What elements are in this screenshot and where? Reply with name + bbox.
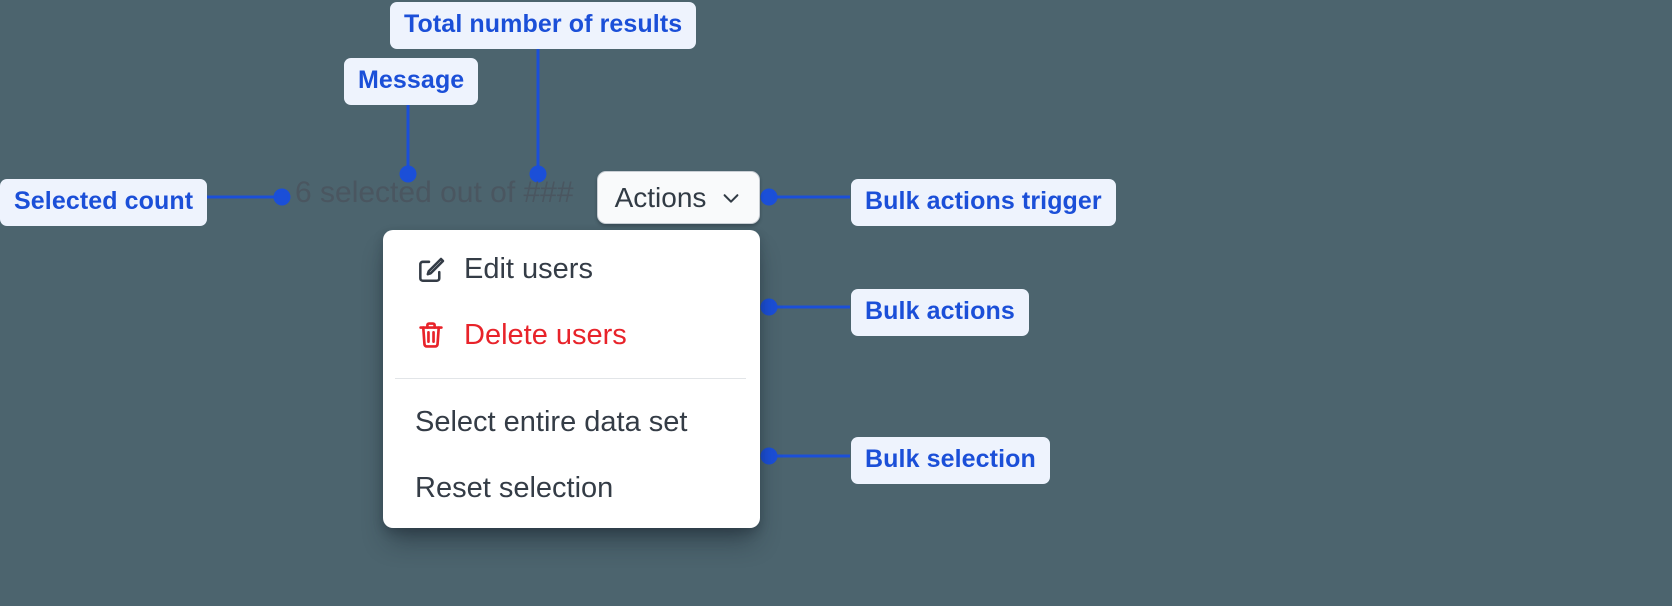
menu-item-edit-users-label: Edit users: [464, 252, 593, 285]
annotation-chip-bulk-actions-trigger: Bulk actions trigger: [851, 179, 1116, 226]
annotation-chip-total-results: Total number of results: [390, 2, 697, 49]
menu-item-reset-selection-label: Reset selection: [415, 471, 614, 504]
menu-item-select-entire-data-set-label: Select entire data set: [415, 405, 688, 438]
annotation-chip-bulk-actions: Bulk actions: [851, 289, 1029, 336]
selection-status-text: 6 selected out of ###: [295, 176, 574, 209]
trash-icon: [419, 322, 443, 348]
menu-item-delete-users[interactable]: Delete users: [383, 302, 760, 368]
bulk-actions-trigger-label: Actions: [614, 181, 707, 213]
menu-item-select-entire-data-set[interactable]: Select entire data set: [383, 389, 760, 455]
annotation-chip-message: Message: [344, 58, 479, 105]
menu-divider: [395, 378, 746, 379]
menu-item-edit-users[interactable]: Edit users: [383, 236, 760, 302]
annotation-chip-bulk-selection: Bulk selection: [851, 437, 1050, 484]
bulk-actions-menu: Edit users Delete users Select entire da…: [383, 230, 760, 528]
chevron-down-icon: [723, 193, 739, 203]
menu-item-reset-selection[interactable]: Reset selection: [383, 455, 760, 521]
annotation-chip-selected-count: Selected count: [0, 179, 208, 226]
menu-item-delete-users-label: Delete users: [464, 318, 627, 351]
bulk-actions-trigger-button[interactable]: Actions: [597, 171, 760, 224]
pencil-square-icon: [419, 257, 445, 282]
